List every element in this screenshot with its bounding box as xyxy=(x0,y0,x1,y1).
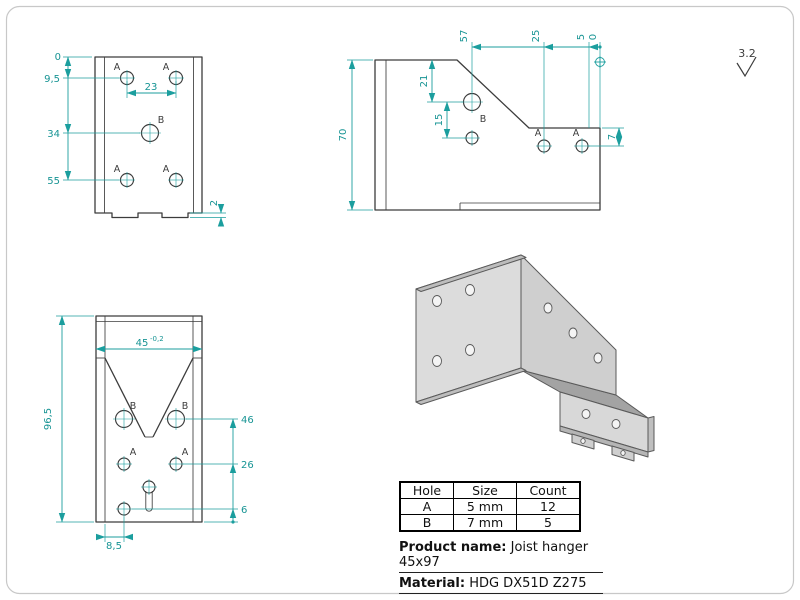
dim-label: 26 xyxy=(241,460,254,471)
material-label: Material: xyxy=(399,576,466,591)
hole-label: B xyxy=(480,114,487,125)
side-view-dimensions: 70 57 25 5 0 21 15 xyxy=(338,30,624,211)
iso-right-edge xyxy=(647,416,655,453)
dim-label: 46 xyxy=(241,415,254,426)
table-row: A 5 mm 12 xyxy=(399,498,581,515)
dim-label: 25 xyxy=(531,30,542,43)
product-name-value: Joist hanger 45x97 xyxy=(399,540,589,570)
side-view-holes: B A A xyxy=(460,90,591,155)
isometric-view xyxy=(415,254,655,462)
dim-label: 8,5 xyxy=(106,541,122,552)
iso-front-bottom-edge xyxy=(559,425,649,458)
dim-tolerance: -0,2 xyxy=(150,335,164,343)
column-header-hole: Hole xyxy=(399,481,454,499)
hole-label: A xyxy=(573,128,580,139)
dim-label: 2 xyxy=(209,200,220,206)
hole-label: A xyxy=(114,164,121,175)
front-view-dimensions: 0 9,5 34 55 23 2 xyxy=(44,52,226,227)
hole-center-marks xyxy=(112,407,188,518)
hole-label: A xyxy=(130,447,137,458)
roughness-check-icon xyxy=(736,56,757,78)
hole-label: B xyxy=(158,115,165,126)
iso-side-plate xyxy=(415,254,522,403)
hole-label: A xyxy=(535,128,542,139)
surface-finish-value: 3.2 xyxy=(738,47,756,60)
side-view: B A A 70 57 25 5 0 xyxy=(338,30,624,211)
hole-label: B xyxy=(130,401,137,412)
datum-tick xyxy=(231,520,235,524)
material-value: HDG DX51D Z275 xyxy=(469,576,587,591)
dim-label: 55 xyxy=(47,176,60,187)
cell-size: 5 mm xyxy=(453,498,517,515)
datum-tick xyxy=(598,45,602,49)
dim-label: 70 xyxy=(338,129,349,142)
dim-label: 6 xyxy=(241,505,247,516)
product-name-row: Product name: Joist hanger 45x97 xyxy=(399,537,603,573)
hole-label: B xyxy=(182,401,189,412)
side-view-outline xyxy=(374,59,601,211)
dim-label: 9,5 xyxy=(44,74,60,85)
dim-label: 5 xyxy=(576,34,587,40)
title-block: Hole Size Count A 5 mm 12 B 7 mm 5 Produ… xyxy=(399,481,603,594)
iso-bottom-edge xyxy=(415,367,527,405)
cell-hole: A xyxy=(399,498,454,515)
table-row: B 7 mm 5 xyxy=(399,514,581,532)
surface-finish-symbol: 3.2 xyxy=(736,47,757,78)
cell-count: 12 xyxy=(516,498,581,515)
cell-count: 5 xyxy=(516,514,581,532)
front-view: A A B A A 0 9,5 34 55 23 xyxy=(44,52,226,227)
hole-label: A xyxy=(163,164,170,175)
hole-label: A xyxy=(114,62,121,73)
dim-label: 57 xyxy=(459,30,470,43)
column-header-size: Size xyxy=(453,481,517,499)
dim-label: 34 xyxy=(47,129,60,140)
hole-table-header-row: Hole Size Count xyxy=(399,481,581,499)
dim-label: 96,5 xyxy=(43,408,54,430)
iso-holes xyxy=(432,284,626,456)
plan-view-holes: B B A A xyxy=(112,401,189,518)
hole-table: Hole Size Count A 5 mm 12 B 7 mm 5 xyxy=(399,481,581,532)
cell-size: 7 mm xyxy=(453,514,517,532)
dim-label: 15 xyxy=(434,114,445,127)
material-row: Material: HDG DX51D Z275 xyxy=(399,573,603,594)
hole-label: A xyxy=(163,62,170,73)
column-header-count: Count xyxy=(516,481,581,499)
dim-label: 0 xyxy=(55,52,61,63)
datum-target-symbol xyxy=(594,56,606,68)
iso-sloped-flap xyxy=(520,254,617,396)
plan-view-dimensions: 96,5 45 -0,2 46 26 6 8,5 xyxy=(43,315,254,552)
front-view-holes: A A B A A xyxy=(114,62,185,189)
dim-label: 7 xyxy=(607,134,618,140)
dim-label: 21 xyxy=(419,75,430,88)
hole-label: A xyxy=(182,447,189,458)
dim-label: 0 xyxy=(588,34,599,40)
iso-top-edge xyxy=(415,254,527,292)
dim-label: 23 xyxy=(145,82,158,93)
cell-hole: B xyxy=(399,514,454,532)
plan-view: B B A A 96,5 45 -0,2 46 26 6 xyxy=(43,315,254,552)
product-name-label: Product name: xyxy=(399,540,507,555)
dim-label: 45 xyxy=(136,338,149,349)
